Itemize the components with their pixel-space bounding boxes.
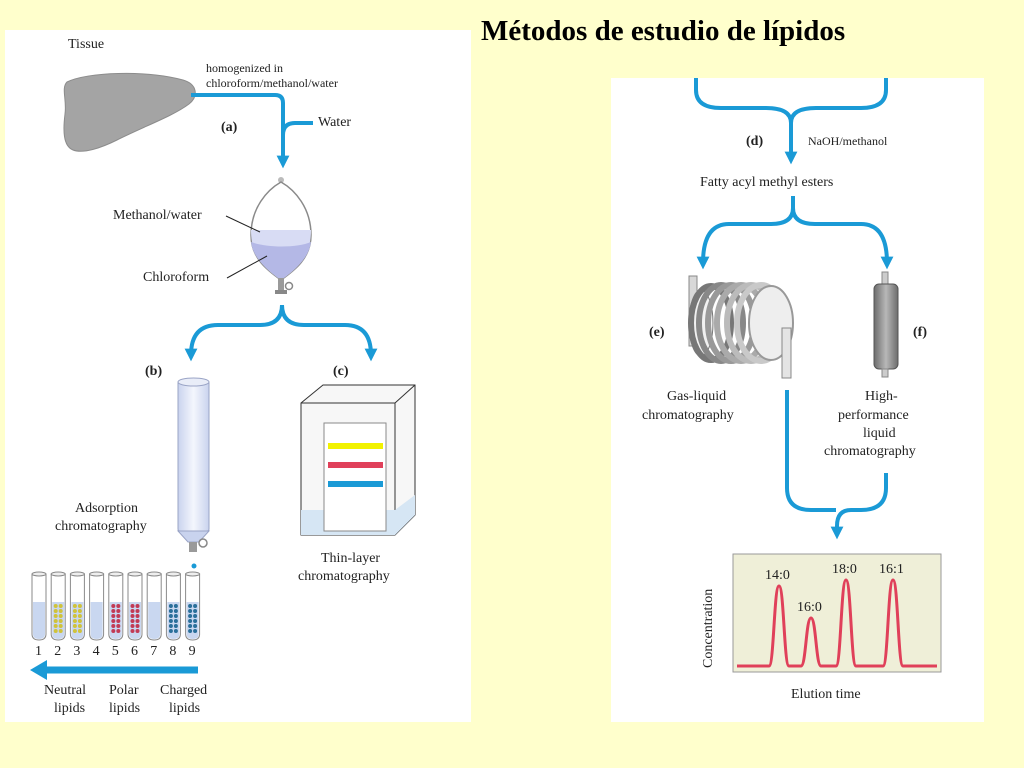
step-b-label: (b): [145, 364, 162, 379]
chromatogram-frame: [732, 553, 942, 673]
peak-label: 14:0: [765, 568, 790, 583]
tlc-band-yellow: [328, 443, 383, 449]
polar-label-1: Polar: [109, 683, 139, 698]
tube-number: 1: [35, 644, 42, 659]
peak-label: 16:0: [797, 600, 822, 615]
tube-number: 2: [54, 644, 61, 659]
hplc-label-4: chromatography: [824, 444, 916, 459]
thin-layer-label-1: Thin-layer: [321, 551, 380, 566]
tube-number: 9: [189, 644, 196, 659]
gas-liquid-label-1: Gas-liquid: [667, 389, 726, 404]
gc-coil-icon: [688, 275, 794, 379]
tlc-chamber-icon: [300, 384, 416, 536]
adsorption-column-icon: [176, 377, 211, 569]
extraction-panel: Tissue homogenized in chloroform/methano…: [5, 30, 471, 722]
split-arrow-b: [184, 304, 284, 362]
tlc-band-red: [328, 462, 383, 468]
test-tube: 3: [69, 571, 85, 659]
tube-number: 5: [112, 644, 119, 659]
split-arrow-e: [696, 196, 795, 270]
test-tube: 9: [185, 571, 201, 659]
tlc-band-blue: [328, 481, 383, 487]
test-tube: 4: [89, 571, 105, 659]
homogenized-label-2: chloroform/methanol/water: [206, 76, 338, 90]
test-tube: 6: [127, 571, 143, 659]
adsorption-label-2: chromatography: [55, 519, 147, 534]
test-tube: 5: [108, 571, 124, 659]
adsorption-label-1: Adsorption: [75, 501, 138, 516]
chromatogram-trace: [737, 578, 937, 668]
neutral-label-2: lipids: [54, 701, 85, 716]
test-tube: 2: [50, 571, 66, 659]
gas-liquid-label-2: chromatography: [642, 408, 734, 423]
peak-labels: 14:0 16:0 18:0 16:1: [765, 562, 904, 615]
step-c-label: (c): [333, 364, 349, 379]
merge-arrow-detector: [785, 390, 836, 512]
fatty-acyl-label: Fatty acyl methyl esters: [700, 175, 833, 190]
step-e-label: (e): [649, 325, 665, 340]
peak-label: 18:0: [832, 562, 857, 577]
liver-tissue-icon: [63, 72, 196, 152]
merge-arrow-d-right: [789, 78, 888, 124]
chloroform-label: Chloroform: [143, 270, 209, 285]
extraction-diagram: Tissue homogenized in chloroform/methano…: [30, 37, 416, 716]
step-d-label: (d): [746, 134, 763, 149]
tube-number: 6: [131, 644, 138, 659]
elution-arrow-head: [30, 660, 47, 680]
hplc-label-2: performance: [838, 408, 909, 423]
naoh-label: NaOH/methanol: [808, 134, 888, 148]
step-a-label: (a): [221, 120, 238, 135]
derivatization-panel: (d) NaOH/methanol Fatty acyl methyl este…: [611, 78, 984, 722]
y-axis-label: Concentration: [701, 589, 716, 668]
polar-label-2: lipids: [109, 701, 140, 716]
x-axis-label: Elution time: [791, 687, 861, 702]
test-tube: 7: [146, 571, 162, 659]
merge-arrow-d: [694, 78, 798, 165]
test-tube: 1: [31, 571, 47, 659]
test-tube: 8: [165, 571, 181, 659]
tube-number: 7: [150, 644, 157, 659]
charged-label-1: Charged: [160, 683, 207, 698]
slide-title: Métodos de estudio de lípidos: [481, 15, 846, 47]
tube-number: 8: [169, 644, 176, 659]
water-label: Water: [318, 115, 351, 130]
methanol-water-label: Methanol/water: [113, 208, 202, 223]
tube-number: 4: [93, 644, 100, 659]
split-arrow-f: [791, 207, 894, 270]
hplc-label-1: High-: [865, 389, 898, 404]
merge-arrow-detector-right: [830, 473, 888, 540]
step-f-label: (f): [913, 325, 927, 340]
split-arrow-c: [280, 304, 378, 362]
tube-number: 3: [73, 644, 80, 659]
homogenized-label-1: homogenized in: [206, 61, 283, 75]
charged-label-2: lipids: [169, 701, 200, 716]
flow-arrow-a: [191, 93, 290, 169]
peak-label: 16:1: [879, 562, 904, 577]
hplc-label-3: liquid: [863, 426, 896, 441]
derivatization-diagram: (d) NaOH/methanol Fatty acyl methyl este…: [642, 78, 942, 702]
hplc-column-icon: [873, 271, 899, 378]
water-arrow: [281, 121, 313, 136]
thin-layer-label-2: chromatography: [298, 569, 390, 584]
tissue-label: Tissue: [68, 37, 104, 52]
separatory-funnel-icon: [250, 177, 312, 294]
neutral-label-1: Neutral: [44, 683, 86, 698]
